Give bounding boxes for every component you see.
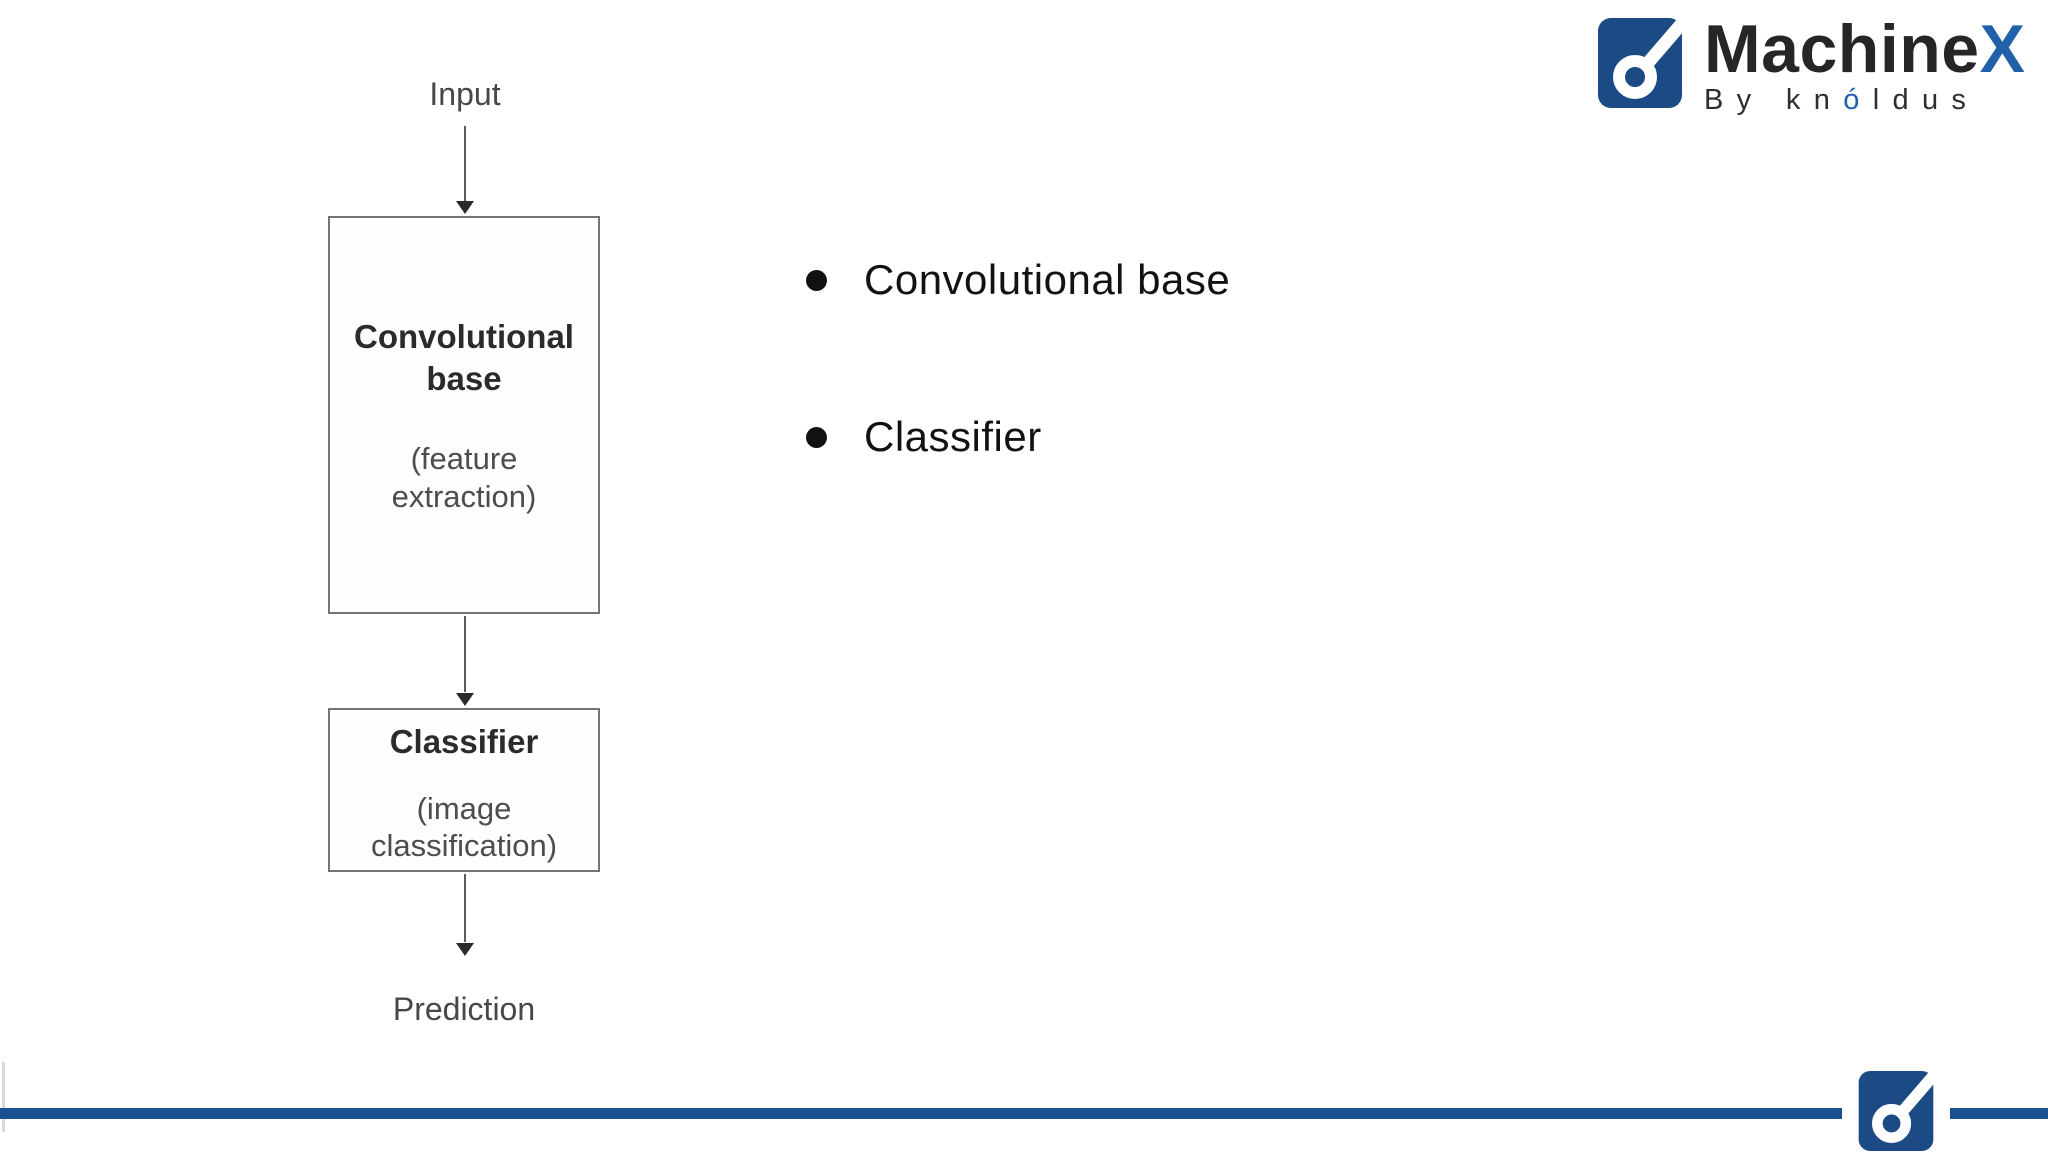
bullet-label: Classifier — [864, 413, 1042, 460]
brand-tagline: By knóldus — [1704, 84, 2025, 117]
left-edge-artifact-line — [2, 1062, 5, 1132]
classifier-subtitle-line2: classification) — [370, 828, 558, 863]
conv-base-title-line1: Convolutional — [354, 318, 574, 355]
bullet-dot-icon — [806, 269, 827, 291]
arrow-line-input-to-convbase — [464, 126, 466, 202]
classifier-box-subtitle: (image classification) — [330, 790, 598, 864]
brand-tagline-pre: By kn — [1704, 84, 1844, 116]
knoldus-o-icon — [1598, 18, 1682, 108]
bullet-label: Convolutional base — [864, 256, 1231, 303]
conv-base-subtitle-line1: (feature — [410, 441, 518, 476]
brand-name: MachineX — [1704, 15, 2025, 83]
classifier-subtitle-line1: (image — [416, 791, 512, 826]
brand-name-accent: X — [1979, 11, 2026, 87]
footer-rule-right — [1950, 1108, 2048, 1119]
conv-base-subtitle-line2: extraction) — [391, 479, 537, 514]
bullet-item-conv-base: Convolutional base — [806, 256, 1230, 304]
classifier-box: Classifier (image classification) — [328, 708, 600, 872]
conv-base-title-line2: base — [426, 360, 502, 397]
conv-base-box-title: Convolutional base — [330, 316, 598, 400]
footer-rule-left — [0, 1108, 1842, 1119]
classifier-box-title: Classifier — [330, 722, 598, 762]
classifier-title-line1: Classifier — [389, 723, 539, 760]
arrow-head-classifier-to-prediction — [456, 943, 474, 956]
arrow-line-classifier-to-prediction — [464, 874, 466, 942]
arrow-head-convbase-to-classifier — [456, 693, 474, 706]
bullet-item-classifier: Classifier — [806, 413, 1042, 461]
knoldus-o-footer-icon — [1858, 1071, 1940, 1151]
conv-base-box-subtitle: (feature extraction) — [330, 440, 598, 516]
brand-text-block: MachineX By knóldus — [1704, 15, 2025, 117]
arrow-line-convbase-to-classifier — [464, 616, 466, 692]
machinex-logo: MachineX By knóldus — [1598, 15, 2025, 117]
brand-tagline-post: ldus — [1872, 84, 1980, 116]
diagram-prediction-label: Prediction — [392, 991, 536, 1027]
diagram-input-label: Input — [429, 76, 501, 112]
arrow-head-input-to-convbase — [456, 201, 474, 214]
bullet-dot-icon — [806, 426, 827, 448]
brand-name-main: Machine — [1704, 11, 1980, 87]
conv-base-box: Convolutional base (feature extraction) — [328, 216, 600, 614]
brand-tagline-accent: ó — [1843, 84, 1873, 116]
